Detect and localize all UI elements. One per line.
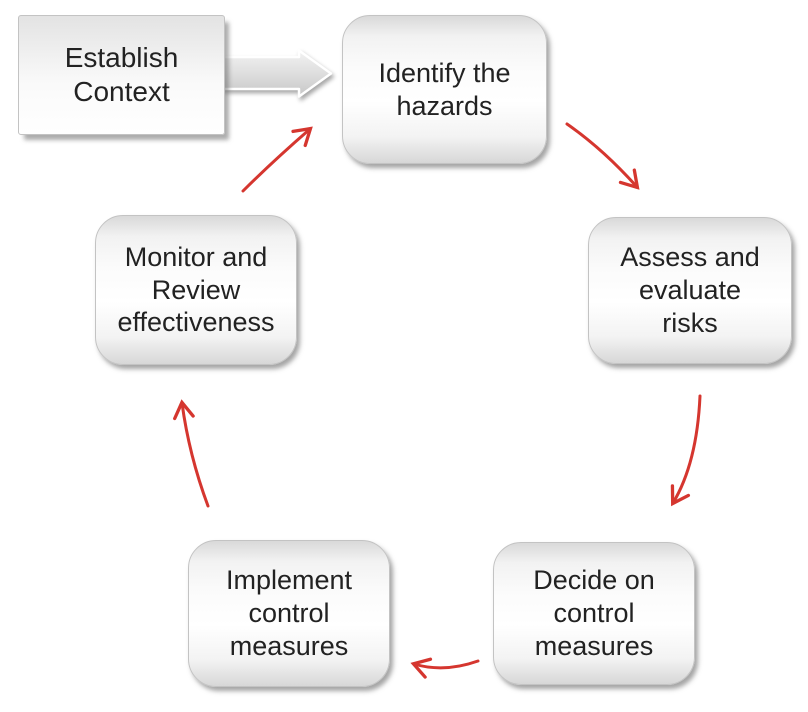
identify-hazards-box: Identify the hazards — [342, 15, 547, 164]
identify-hazards-label-line: hazards — [396, 90, 493, 121]
monitor-review-effectiveness-box: Monitor and Review effectiveness — [95, 215, 297, 365]
establish-context-label-line: Establish — [64, 41, 179, 73]
monitor-review-label-line: effectiveness — [117, 307, 275, 338]
arrow-monitor-to-identify — [241, 126, 313, 193]
decide-control-measures-box: Decide on control measures — [493, 542, 695, 685]
implement-control-measures-box: Implement control measures — [188, 540, 390, 687]
arrow-implement-to-monitor — [173, 399, 210, 508]
identify-hazards-label-line: Identify the — [378, 57, 511, 88]
assess-risks-label-line: risks — [662, 307, 718, 338]
monitor-review-label-line: Monitor and — [124, 241, 268, 272]
decide-controls-label-line: control — [553, 598, 635, 629]
decide-controls-label-line: Decide on — [533, 565, 655, 596]
implement-controls-label-line: Implement — [225, 565, 353, 596]
establish-context-label-line: Context — [73, 76, 170, 107]
assess-risks-label-line: Assess and — [620, 242, 760, 273]
monitor-review-label-line: Review — [151, 274, 241, 305]
implement-controls-label-line: measures — [229, 630, 349, 661]
arrow-identify-to-assess — [565, 122, 640, 190]
assess-evaluate-risks-box: Assess and evaluate risks — [588, 217, 792, 364]
arrow-decide-to-implement — [410, 657, 480, 679]
establish-context-box: Establish Context — [18, 15, 225, 135]
establish-to-identify-block-arrow-icon — [220, 49, 333, 98]
implement-controls-label-line: control — [248, 598, 330, 629]
decide-controls-label-line: measures — [534, 630, 654, 661]
assess-risks-label-line: evaluate — [638, 275, 742, 306]
arrow-assess-to-decide — [670, 394, 702, 507]
